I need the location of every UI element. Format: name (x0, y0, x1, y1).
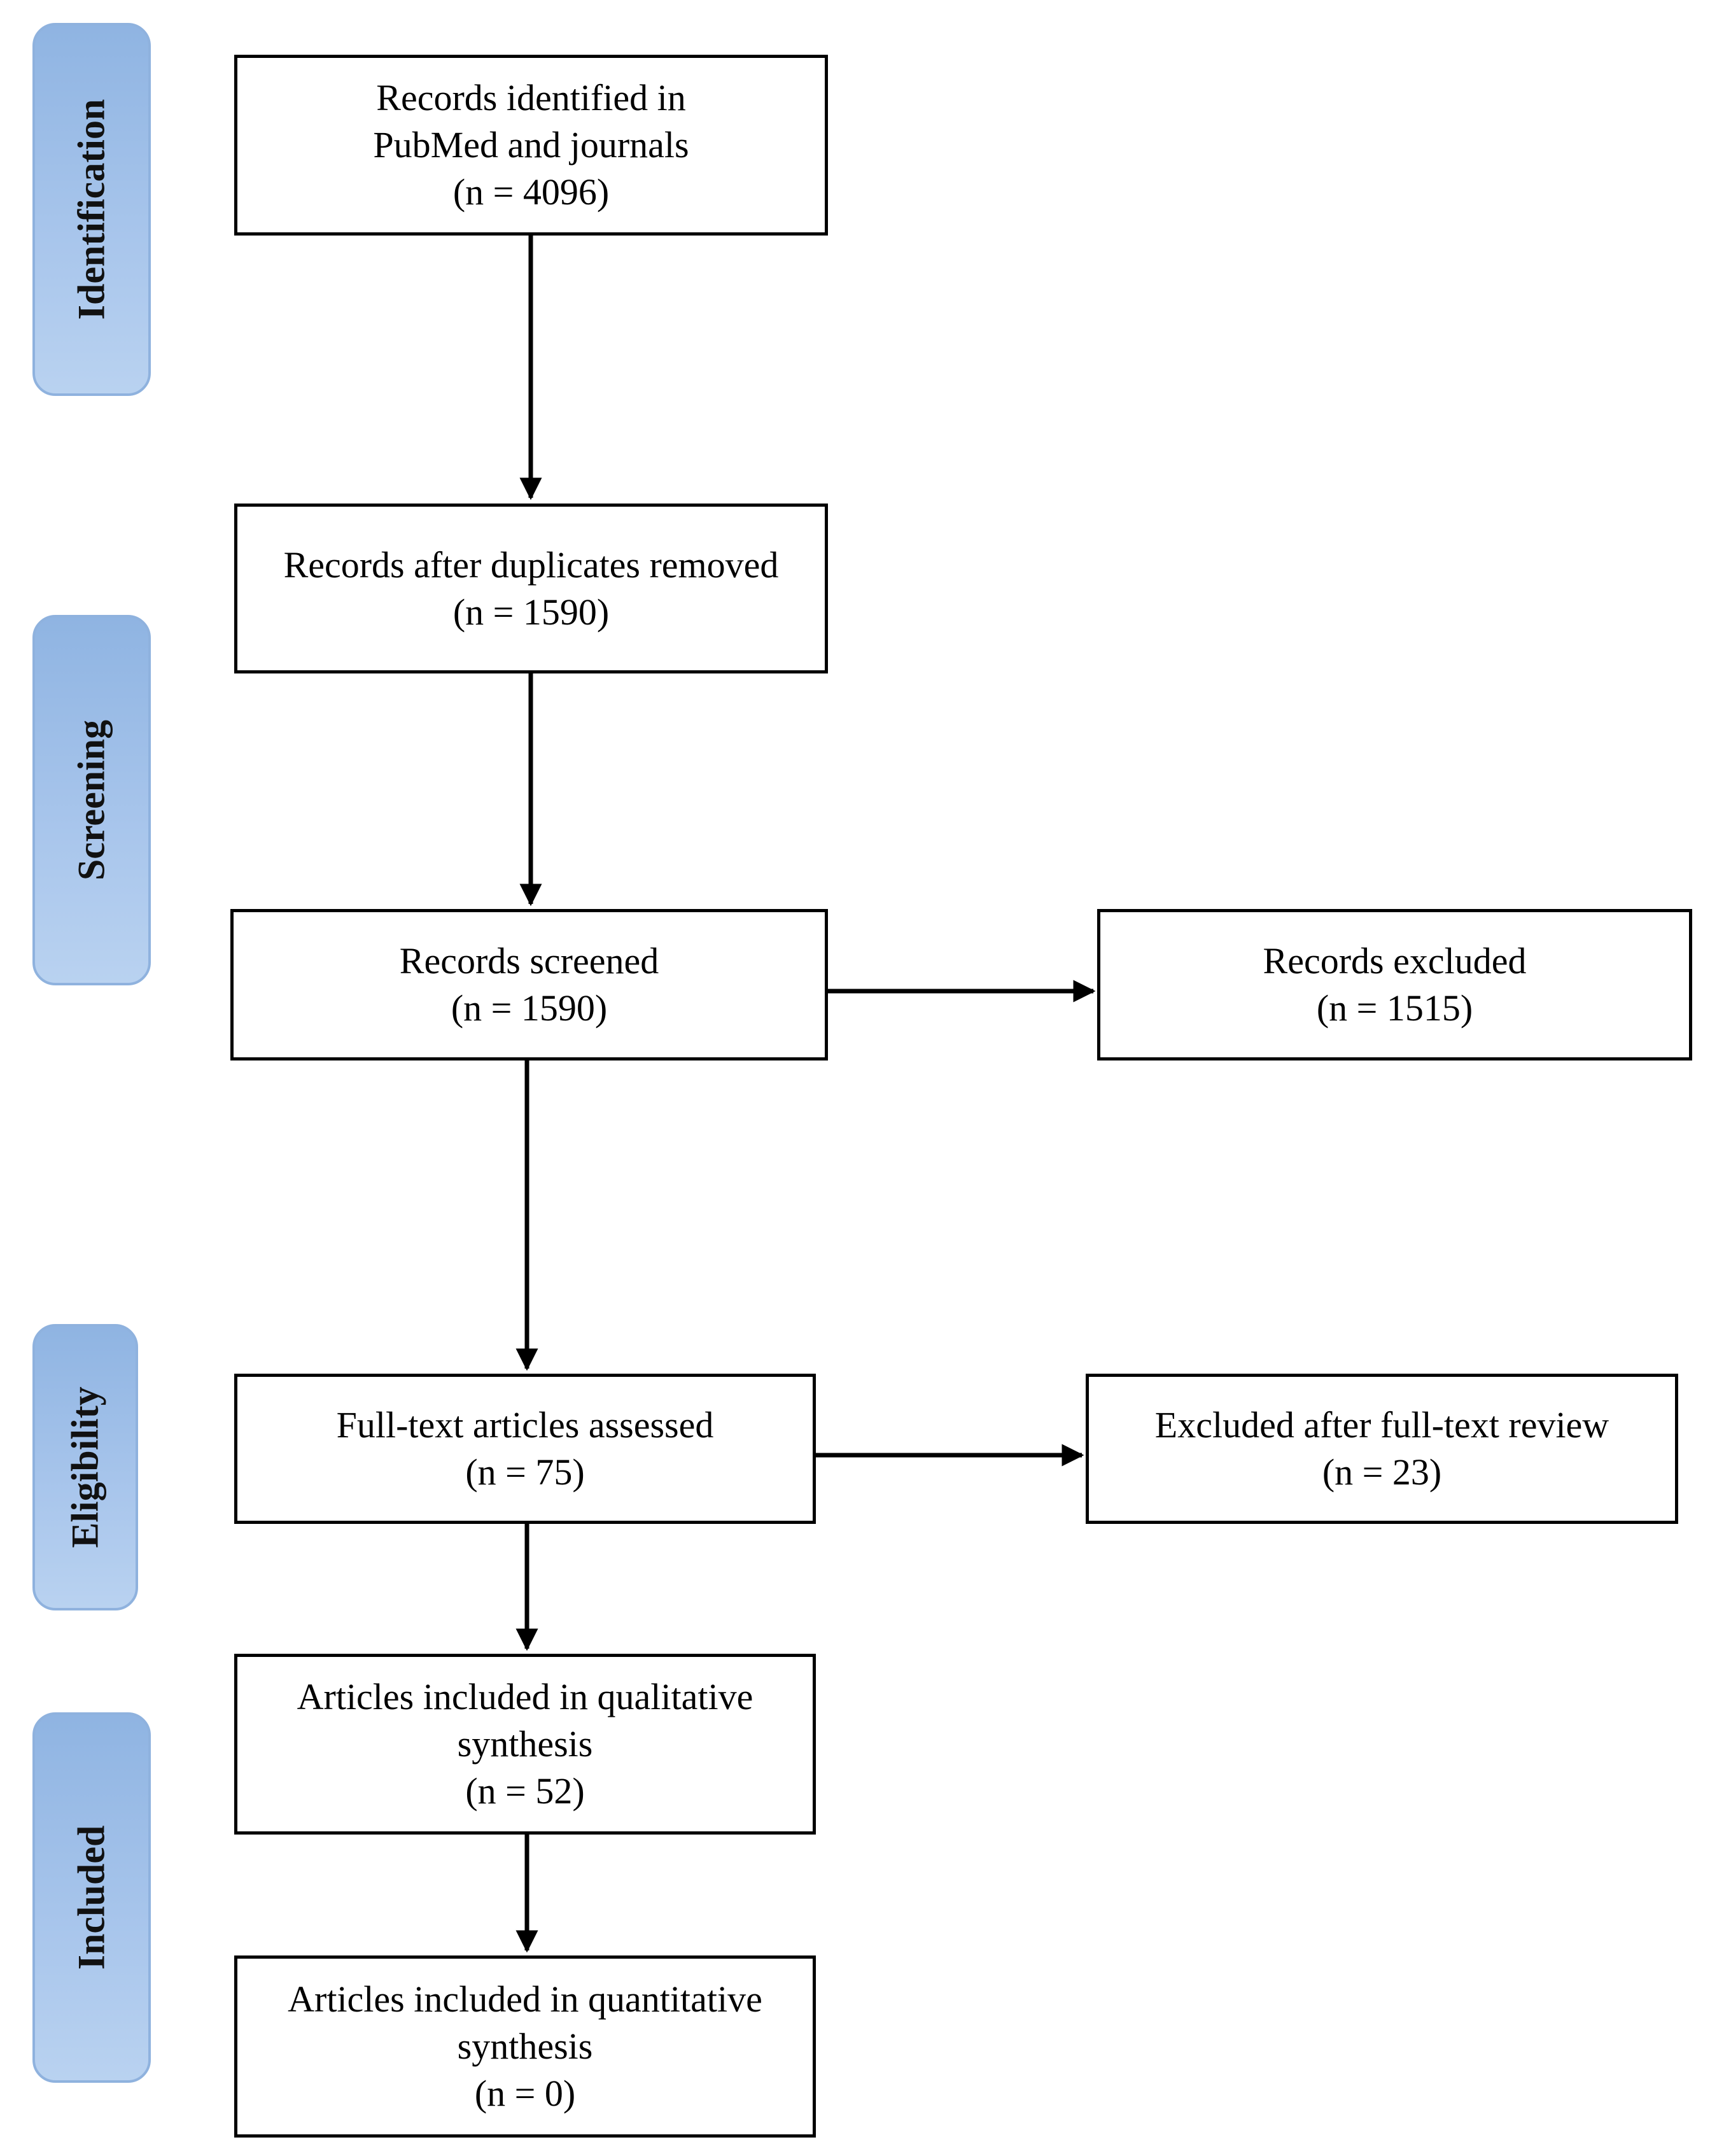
box-records-identified-count: (n = 4096) (452, 171, 610, 213)
box-fulltext-excluded: Excluded after full-text review (n = 23) (1086, 1374, 1678, 1524)
box-fulltext-assessed: Full-text articles assessed (n = 75) (234, 1374, 816, 1524)
box-fulltext-excluded-line1: Excluded after full-text review (1154, 1404, 1609, 1446)
box-quantitative-synthesis-line1: Articles included in quantitative (288, 1978, 762, 2020)
box-records-identified: Records identified in PubMed and journal… (234, 55, 828, 236)
phase-included: Included (32, 1712, 151, 2083)
box-fulltext-assessed-count: (n = 75) (465, 1451, 585, 1493)
box-duplicates-removed: Records after duplicates removed (n = 15… (234, 504, 828, 673)
box-quantitative-synthesis: Articles included in quantitative synthe… (234, 1955, 816, 2138)
box-records-screened: Records screened (n = 1590) (230, 909, 828, 1060)
box-records-excluded-line1: Records excluded (1263, 940, 1527, 982)
box-records-excluded-count: (n = 1515) (1316, 987, 1473, 1029)
box-records-identified-line2: PubMed and journals (373, 124, 689, 166)
box-qualitative-synthesis-line1: Articles included in qualitative (297, 1676, 753, 1717)
box-records-screened-count: (n = 1590) (451, 987, 608, 1029)
box-quantitative-synthesis-line2: synthesis (457, 2026, 593, 2067)
phase-screening: Screening (32, 615, 151, 985)
box-qualitative-synthesis: Articles included in qualitative synthes… (234, 1654, 816, 1835)
box-records-screened-line1: Records screened (399, 940, 659, 982)
box-duplicates-removed-line1: Records after duplicates removed (283, 544, 779, 586)
box-records-identified-line1: Records identified in (376, 77, 686, 118)
phase-identification: Identification (32, 23, 151, 396)
box-qualitative-synthesis-count: (n = 52) (465, 1770, 585, 1812)
box-qualitative-synthesis-line2: synthesis (457, 1723, 593, 1765)
box-records-excluded: Records excluded (n = 1515) (1097, 909, 1692, 1060)
box-duplicates-removed-count: (n = 1590) (452, 591, 610, 633)
box-fulltext-assessed-line1: Full-text articles assessed (336, 1404, 714, 1446)
box-fulltext-excluded-count: (n = 23) (1322, 1451, 1442, 1493)
box-quantitative-synthesis-count: (n = 0) (474, 2073, 576, 2114)
phase-eligibility: Eligibility (32, 1324, 138, 1610)
